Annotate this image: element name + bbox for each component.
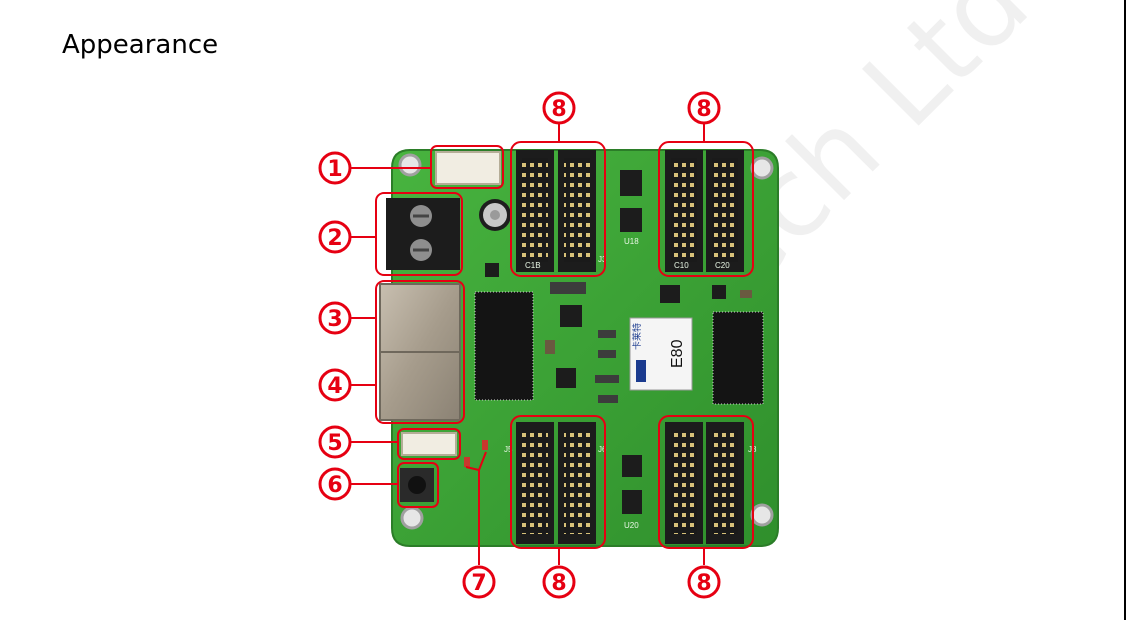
model-sticker: 卡莱特 E80 [629, 317, 693, 391]
brand-text: 卡莱特 [631, 323, 642, 350]
svg-text:5: 5 [327, 431, 342, 456]
callout-3: 3 [318, 301, 352, 335]
callout-7: 7 [462, 565, 496, 599]
svg-text:7: 7 [471, 571, 486, 596]
svg-text:3: 3 [327, 307, 342, 332]
model-label: E80 [669, 339, 686, 368]
page-border-right [1124, 0, 1126, 620]
silk-c10: C10 [674, 261, 689, 270]
main-ic-right [712, 311, 764, 405]
callout-boxes [375, 141, 754, 549]
callout-2: 2 [318, 220, 352, 254]
mounting-holes [398, 153, 774, 530]
silk-j5: J5 [504, 445, 513, 454]
hub-headers [516, 150, 744, 544]
status-led-a [482, 440, 488, 450]
svg-text:8: 8 [551, 571, 566, 596]
small-white-connector [401, 432, 457, 456]
silk-u18: U18 [624, 237, 639, 246]
svg-text:8: 8 [551, 97, 566, 122]
silk-c20: C20 [715, 261, 730, 270]
svg-text:6: 6 [327, 473, 342, 498]
callout-markers: 1 2 3 4 5 6 7 8 8 8 8 [318, 91, 721, 599]
terminal-block [386, 198, 460, 270]
power-4pin-connector [435, 151, 501, 185]
svg-text:4: 4 [327, 374, 342, 399]
silk-j6: J6 [598, 445, 607, 454]
silk-u20: U20 [624, 521, 639, 530]
callout-8-bottom-right: 8 [687, 565, 721, 599]
svg-text:2: 2 [327, 226, 342, 251]
svg-text:8: 8 [696, 97, 711, 122]
svg-text:8: 8 [696, 571, 711, 596]
callout-leaders [351, 124, 705, 565]
callout-8-top-left: 8 [542, 91, 576, 125]
smd-components [485, 170, 752, 514]
page-title: Appearance [62, 30, 219, 60]
callout-8-bottom-left: 8 [542, 565, 576, 599]
main-ic-left [474, 291, 534, 401]
svg-text:1: 1 [327, 157, 342, 182]
callout-5: 5 [318, 425, 352, 459]
reset-button [400, 468, 434, 502]
callout-8-top-right: 8 [687, 91, 721, 125]
silk-j3: J3 [598, 255, 607, 264]
callout-6: 6 [318, 467, 352, 501]
status-led-b [464, 457, 470, 467]
callout-1: 1 [318, 151, 352, 185]
silk-c1b: C1B [525, 261, 541, 270]
capacitor [479, 199, 511, 231]
callout-4: 4 [318, 368, 352, 402]
